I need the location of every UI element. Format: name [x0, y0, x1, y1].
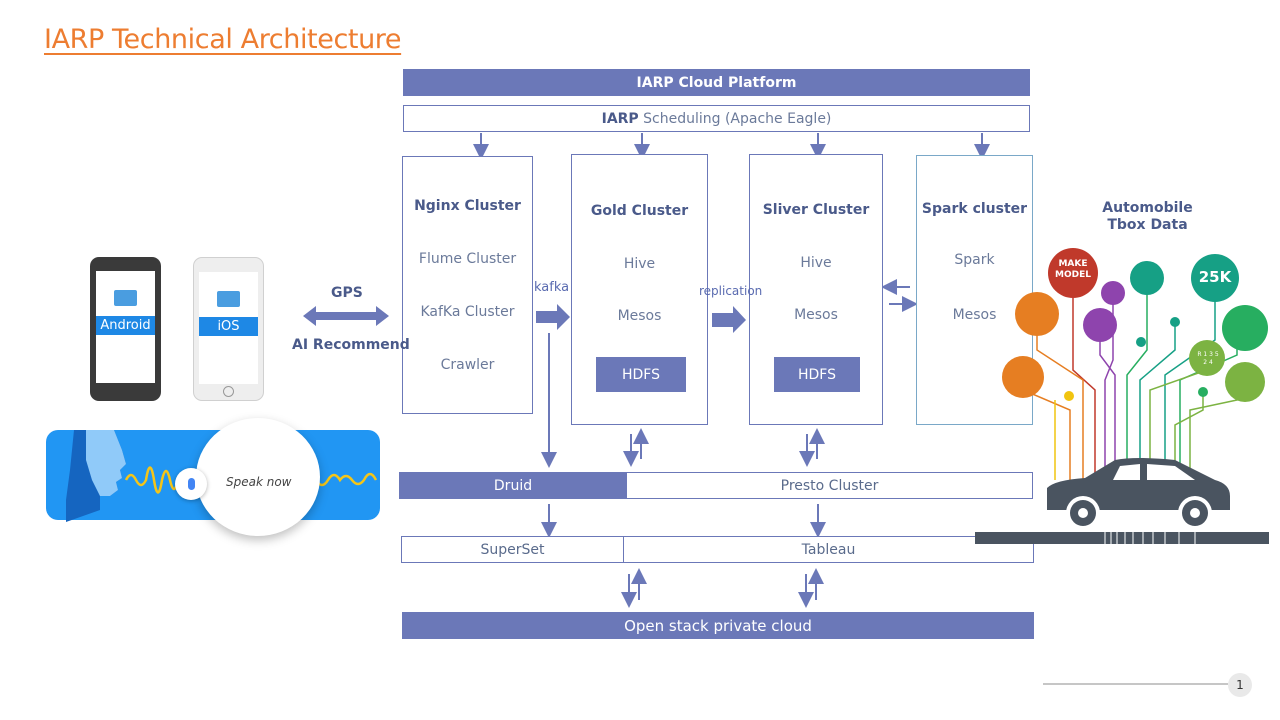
- spark-label: Spark: [954, 252, 995, 268]
- mail-icon: [217, 291, 240, 307]
- scheduling-bar: IARP Scheduling (Apache Eagle): [403, 105, 1030, 132]
- cloud-platform-header: IARP Cloud Platform: [403, 69, 1030, 96]
- gps-label: GPS: [331, 285, 363, 301]
- mic-icon: [175, 468, 207, 500]
- make-label: MAKE: [1058, 259, 1088, 269]
- scheduling-bold: IARP: [601, 110, 639, 127]
- tableau-bar: Tableau: [623, 536, 1034, 563]
- android-label: Android: [96, 316, 155, 335]
- automobile-line1: Automobile: [1102, 200, 1193, 216]
- sliver-cluster-title: Sliver Cluster: [762, 202, 870, 218]
- gearbox-icon: R 1 3 5 2 4: [1197, 351, 1219, 366]
- sliver-hdfs-block: HDFS: [774, 357, 860, 392]
- sliver-cluster-box: Sliver Cluster Hive Mesos HDFS: [749, 154, 883, 425]
- gold-cluster-title: Gold Cluster: [590, 203, 689, 219]
- model-label: MODEL: [1055, 270, 1091, 280]
- sliver-mesos-label: Mesos: [794, 307, 838, 323]
- replication-arrow-label: replication: [699, 284, 763, 298]
- automobile-label: Automobile Tbox Data: [1090, 200, 1205, 234]
- spark-mesos-label: Mesos: [952, 307, 997, 323]
- ios-phone: iOS: [193, 257, 264, 401]
- automobile-line2: Tbox Data: [1107, 217, 1188, 233]
- gold-hdfs-block: HDFS: [596, 357, 686, 392]
- presto-cluster-bar: Presto Cluster: [626, 472, 1033, 499]
- voice-banner: Speak now: [46, 418, 380, 536]
- sliver-hive-label: Hive: [800, 255, 832, 271]
- nginx-cluster-box: Nginx Cluster Flume Cluster KafKa Cluste…: [402, 156, 533, 414]
- gold-cluster-box: Gold Cluster Hive Mesos HDFS: [571, 154, 708, 425]
- druid-bar: Druid: [399, 472, 627, 499]
- superset-bar: SuperSet: [401, 536, 624, 563]
- crawler-label: Crawler: [440, 357, 495, 373]
- openstack-bar: Open stack private cloud: [402, 612, 1034, 639]
- speak-now-label: Speak now: [226, 475, 292, 489]
- home-button: [223, 386, 234, 397]
- kafka-arrow-label: kafka: [534, 280, 570, 295]
- mail-icon: [114, 290, 137, 306]
- make-model-icon: MAKE MODEL: [1048, 259, 1098, 281]
- nginx-cluster-title: Nginx Cluster: [414, 198, 521, 214]
- gold-mesos-label: Mesos: [617, 308, 662, 324]
- kafka-cluster-label: KafKa Cluster: [420, 304, 515, 320]
- ios-label: iOS: [199, 317, 258, 336]
- scheduling-text: Scheduling (Apache Eagle): [638, 110, 832, 127]
- speak-now-bubble: [196, 418, 320, 536]
- android-phone: Android: [90, 257, 161, 401]
- flume-cluster-label: Flume Cluster: [418, 251, 517, 267]
- spark-cluster-title: Spark cluster: [921, 201, 1028, 217]
- ai-recommend-label: AI Recommend: [292, 337, 410, 353]
- page-number: 1: [1228, 673, 1252, 697]
- mileage-25k-icon: 25K: [1198, 268, 1232, 286]
- page-title: IARP Technical Architecture: [44, 24, 402, 55]
- car-data-illustration: [975, 248, 1269, 544]
- gold-hive-label: Hive: [623, 256, 656, 272]
- person-head-icon: [66, 430, 126, 522]
